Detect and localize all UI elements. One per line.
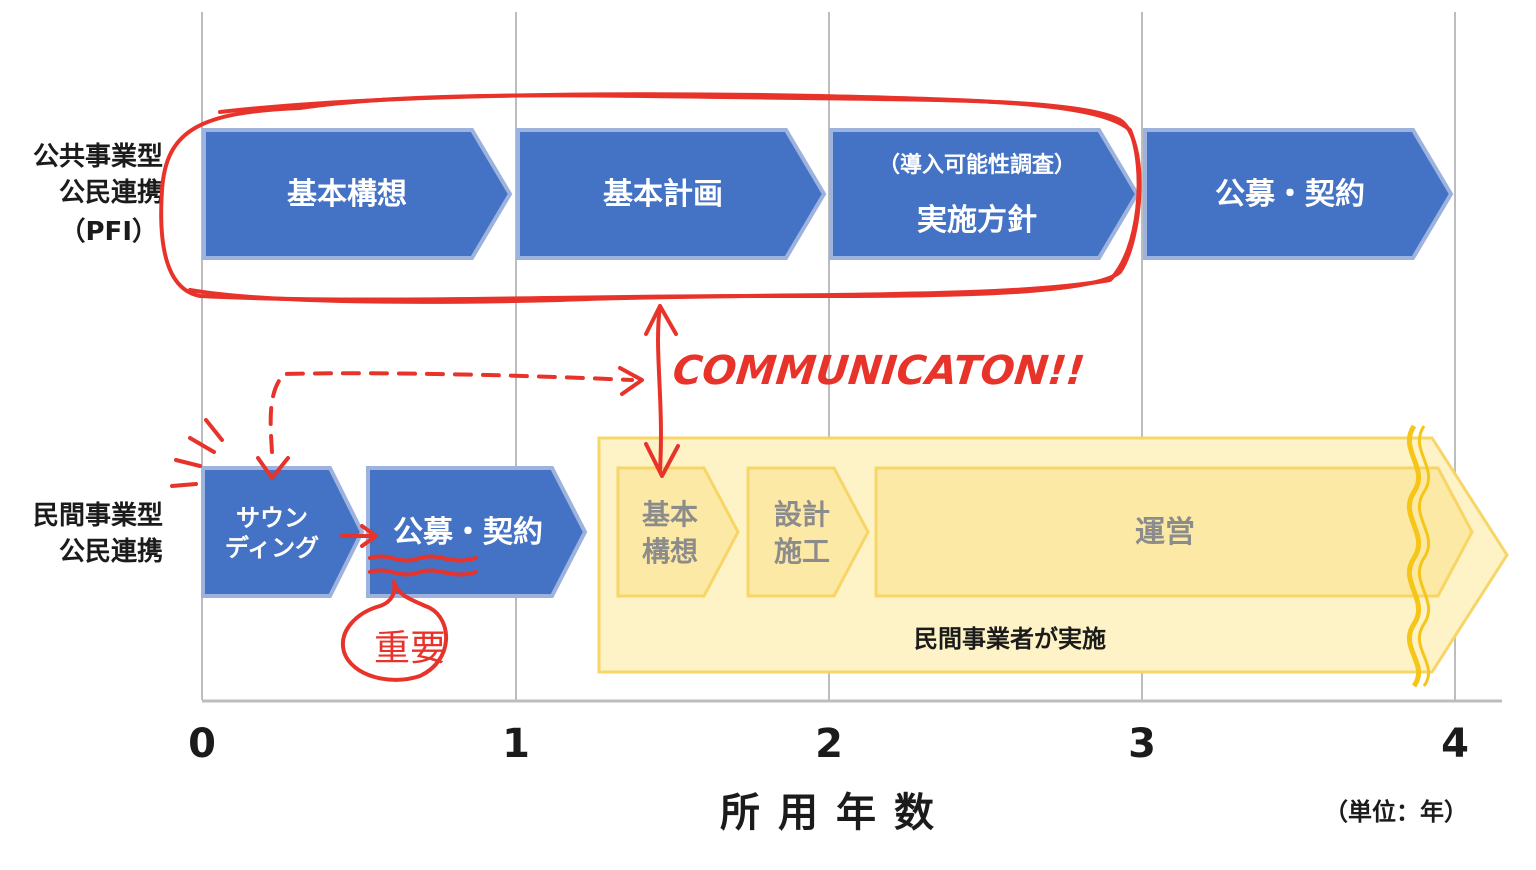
row-label-private-line2: 公民連携 [59, 536, 163, 567]
sounding-dashed-arrowhead-down [256, 456, 290, 480]
important-annotation-text: 重要 [374, 628, 446, 669]
important-bubble [340, 580, 449, 682]
row-label-public: 公共事業型 公民連携 （PFI） [33, 142, 163, 247]
step-kihon-keikaku-label: 基本計画 [603, 177, 723, 212]
step-kihon-kousou [202, 128, 513, 260]
step-koubo-keiyaku-public-label: 公募・契約 [1215, 177, 1365, 212]
step-sounding [201, 466, 365, 598]
koubo-wavy-underline-2 [368, 568, 478, 577]
step-kihon-keikaku [516, 128, 827, 260]
time-break-wavy-line-2 [1417, 425, 1431, 687]
step-sekkei-sekou-line2: 施工 [774, 535, 830, 568]
step-sounding-line2: ディング [225, 534, 319, 562]
sounding-to-koubo-arrowhead [360, 524, 378, 548]
row-label-public-line3: （PFI） [60, 217, 159, 247]
step-kihon-kousou-label: 基本構想 [287, 177, 407, 212]
x-tick-2: 2 [815, 721, 843, 767]
sounding-dashed-link [268, 371, 634, 454]
sounding-emphasis-mark-3 [174, 458, 202, 468]
koubo-wavy-underline-1 [368, 554, 478, 563]
red-annotations: 重要 COMMUNICATON!! [159, 92, 1142, 682]
step-unei-label: 運営 [1135, 515, 1195, 550]
x-tick-1: 1 [502, 721, 530, 767]
public-row-highlight-loop [159, 93, 1142, 302]
x-tick-0: 0 [188, 721, 216, 767]
sounding-emphasis-mark-2 [204, 418, 224, 442]
unit-label: （単位：年） [1324, 798, 1468, 826]
step-sounding-line1: サウン [236, 504, 308, 532]
row-label-public-line2: 公民連携 [59, 177, 163, 208]
step-unei [874, 466, 1474, 598]
step-sekkei-sekou [746, 466, 870, 598]
step-koubo-keiyaku-private [366, 466, 588, 598]
step-sekkei-sekou-line1: 設計 [774, 498, 830, 531]
step-jisshi-houshin [829, 128, 1140, 260]
communication-double-arrow [656, 304, 663, 472]
x-tick-3: 3 [1128, 721, 1156, 767]
step-jisshi-houshin-label: 実施方針 [917, 203, 1037, 238]
row-label-private-line1: 民間事業型 [33, 501, 163, 531]
x-tick-4: 4 [1441, 721, 1469, 767]
private-process-row: サウン ディング 公募・契約 [201, 466, 588, 598]
step-kihon-kousou-private [616, 466, 740, 598]
private-operator-caption: 民間事業者が実施 [914, 625, 1106, 653]
step-jisshi-houshin-sublabel: （導入可能性調査） [878, 152, 1076, 178]
communication-arrowhead-bottom [644, 442, 680, 478]
public-process-row: 基本構想 基本計画 （導入可能性調査） 実施方針 公募・契約 [202, 128, 1454, 260]
public-row-highlight-loop-2 [188, 92, 1141, 304]
step-koubo-keiyaku-public [1143, 128, 1454, 260]
step-kihon-kousou-private-line2: 構想 [642, 535, 698, 568]
time-break-wavy-line [1406, 424, 1422, 688]
sounding-emphasis-mark-1 [188, 436, 216, 454]
step-koubo-keiyaku-private-label: 公募・契約 [393, 515, 543, 550]
x-axis-ticks: 0 1 2 3 4 [188, 721, 1469, 767]
row-label-private: 民間事業型 公民連携 [33, 501, 163, 567]
x-axis-title: 所用年数 [720, 790, 952, 836]
sounding-dashed-arrowhead-right [618, 366, 644, 396]
sounding-emphasis-mark-4 [170, 482, 198, 488]
communication-arrowhead-top [644, 304, 678, 336]
row-label-public-line1: 公共事業型 [33, 142, 163, 172]
private-operator-region: 基本 構想 設計 施工 運営 民間事業者が実施 [597, 424, 1509, 688]
communication-annotation-text: COMMUNICATON!! [671, 348, 1087, 394]
step-kihon-kousou-private-line1: 基本 [642, 498, 698, 531]
